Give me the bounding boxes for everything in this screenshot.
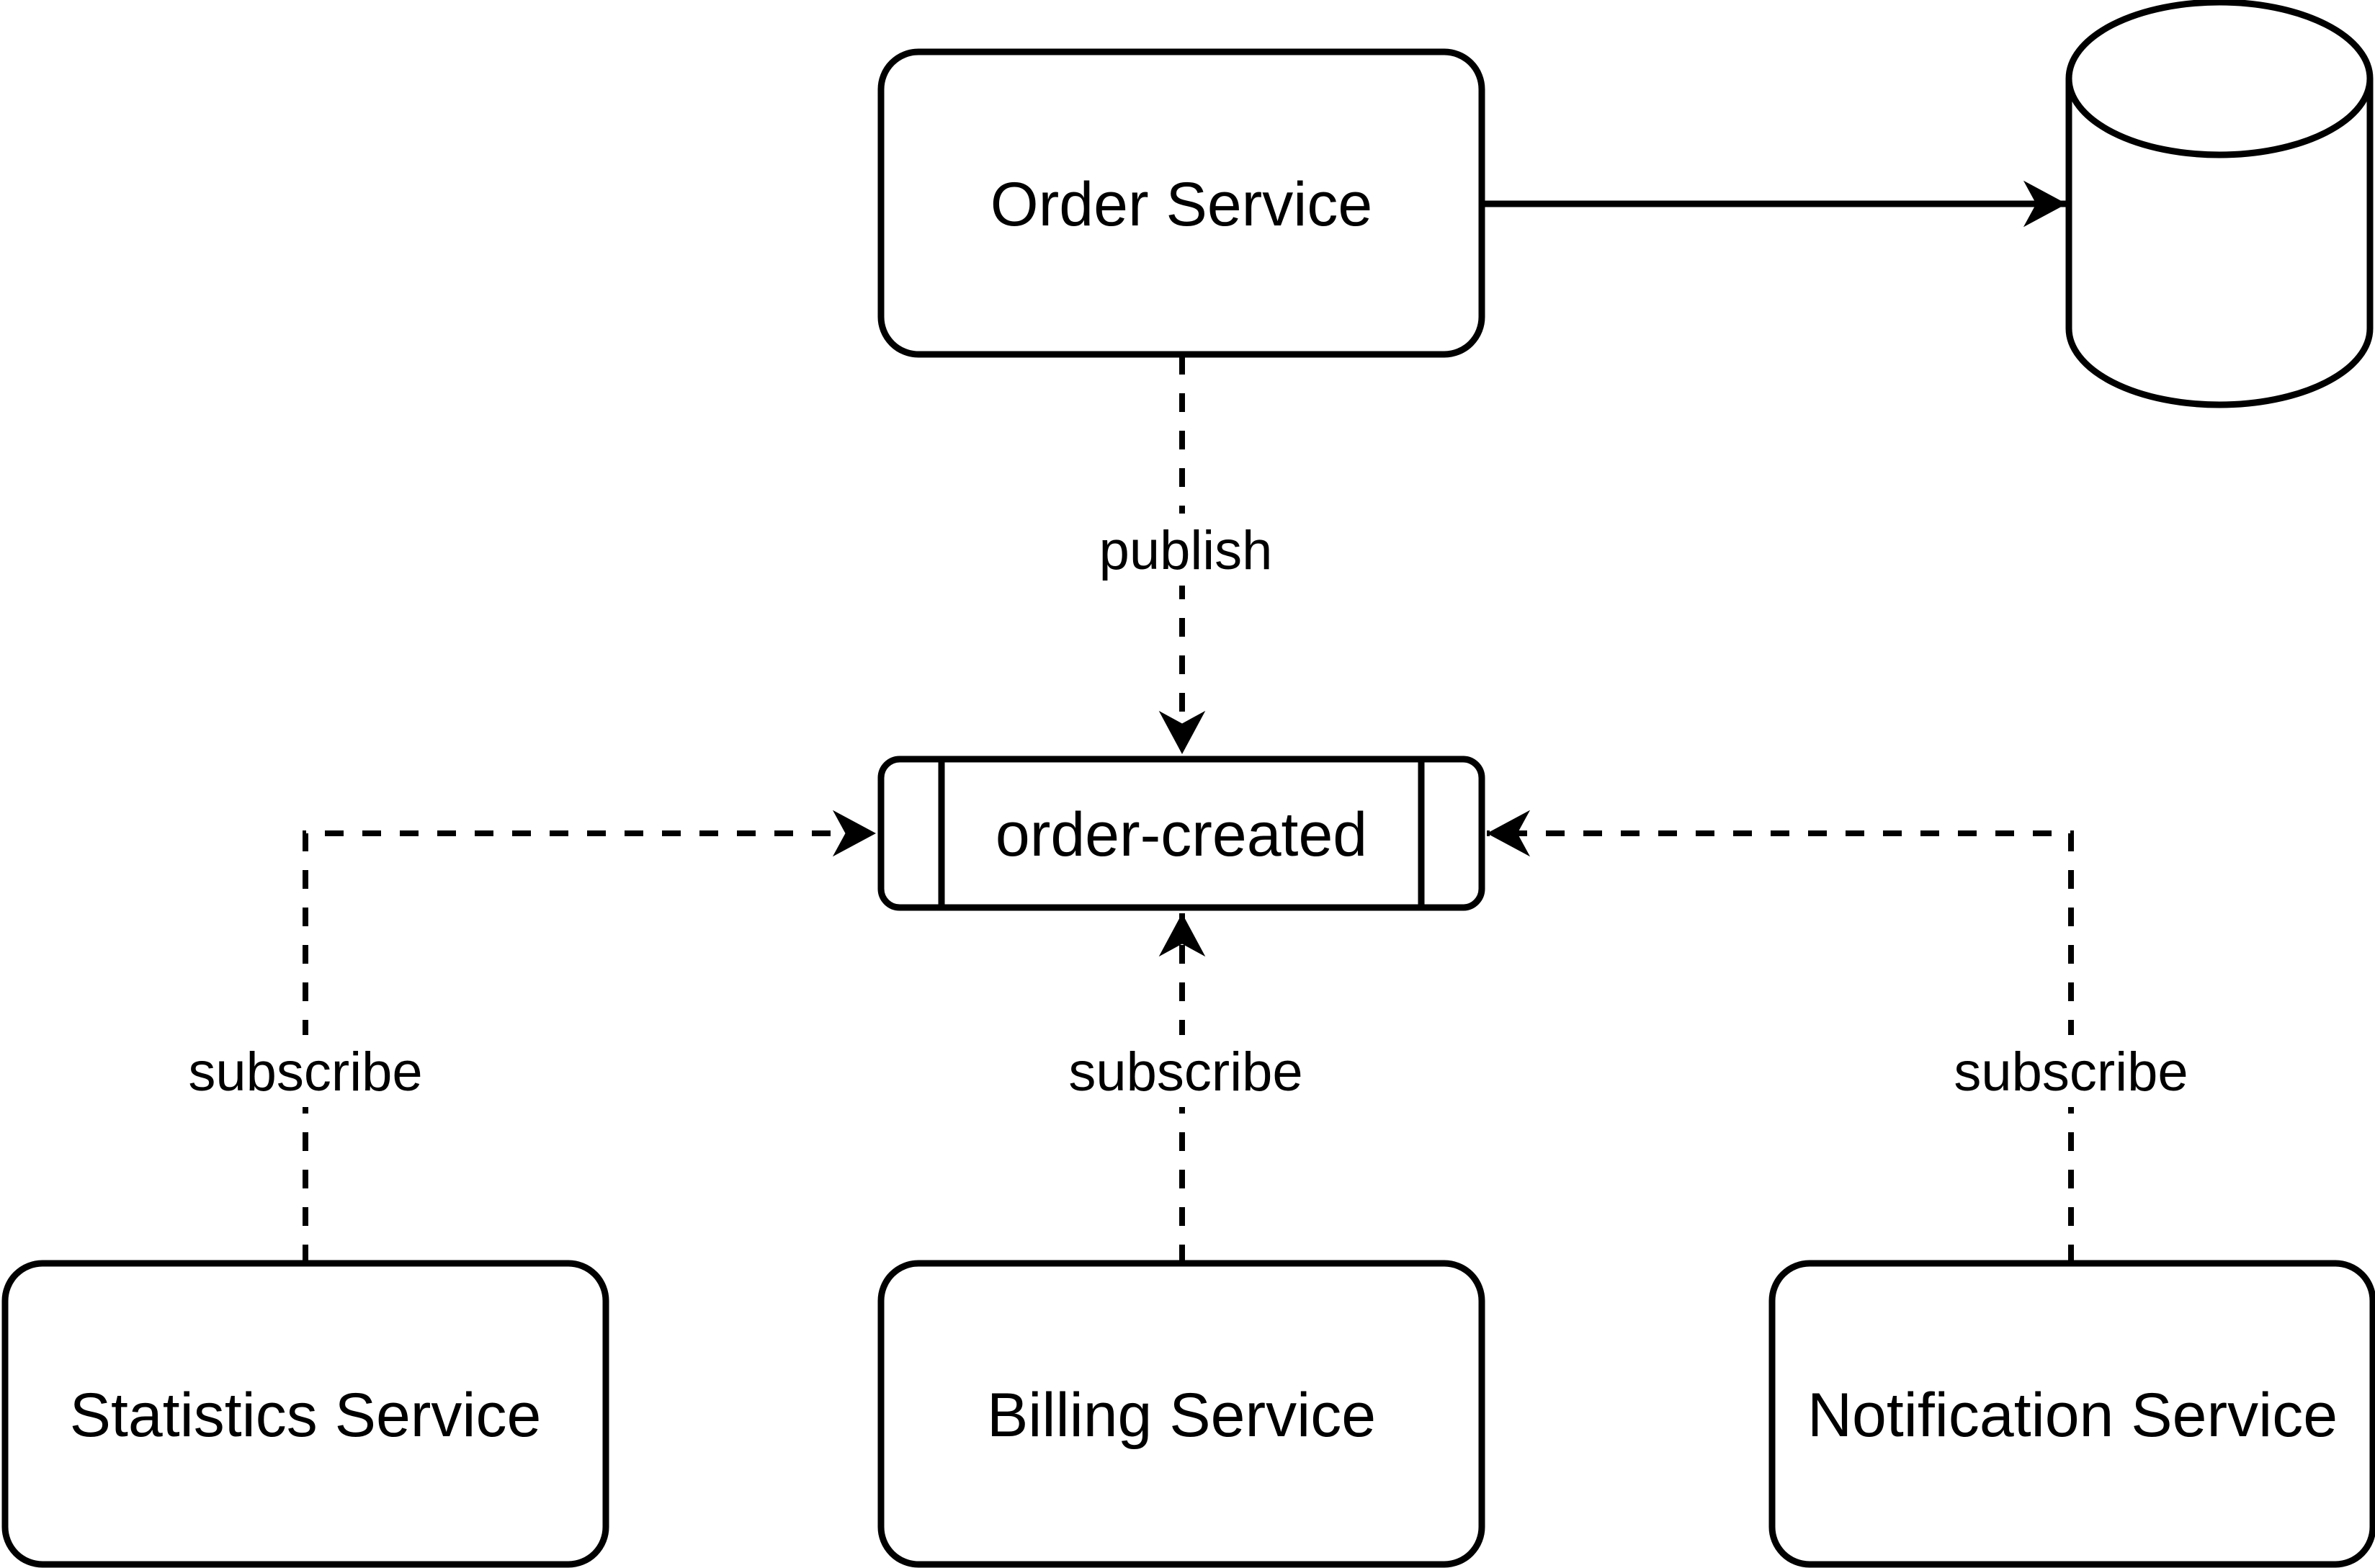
database-cylinder-top — [2065, 0, 2374, 158]
statistics-service-node: Statistics Service — [1, 1260, 609, 1568]
order-service-label: Order Service — [990, 170, 1373, 239]
order-service-node: Order Service — [877, 48, 1485, 358]
subscribe-statistics-label: subscribe — [188, 1041, 422, 1103]
order-created-label: order-created — [996, 800, 1367, 869]
publish-label: publish — [1099, 520, 1273, 581]
billing-service-label: Billing Service — [987, 1381, 1376, 1450]
subscribe-notification-arrow — [1487, 810, 2074, 1263]
billing-service-box — [877, 1260, 1485, 1568]
billing-service-node: Billing Service — [877, 1260, 1485, 1568]
notification-service-box — [1768, 1260, 2375, 1568]
statistics-service-label: Statistics Service — [70, 1381, 542, 1450]
order-created-topic-node: order-created — [877, 756, 1485, 911]
subscribe-statistics-label-bg — [182, 1035, 429, 1107]
notification-service-label: Notification Service — [1807, 1381, 2338, 1450]
subscribe-notification-label: subscribe — [1954, 1041, 2188, 1103]
subscribe-notification-label-bg — [1947, 1035, 2195, 1107]
subscribe-billing-label-bg — [1062, 1035, 1310, 1107]
order-created-box — [877, 756, 1485, 911]
database-node — [2065, 0, 2374, 408]
subscribe-statistics-arrow — [303, 810, 876, 1263]
subscribe-billing-label: subscribe — [1068, 1041, 1302, 1103]
notification-service-node: Notification Service — [1768, 1260, 2375, 1568]
order-service-box — [877, 48, 1485, 358]
statistics-service-box — [1, 1260, 609, 1568]
publish-label-bg — [1075, 514, 1294, 586]
